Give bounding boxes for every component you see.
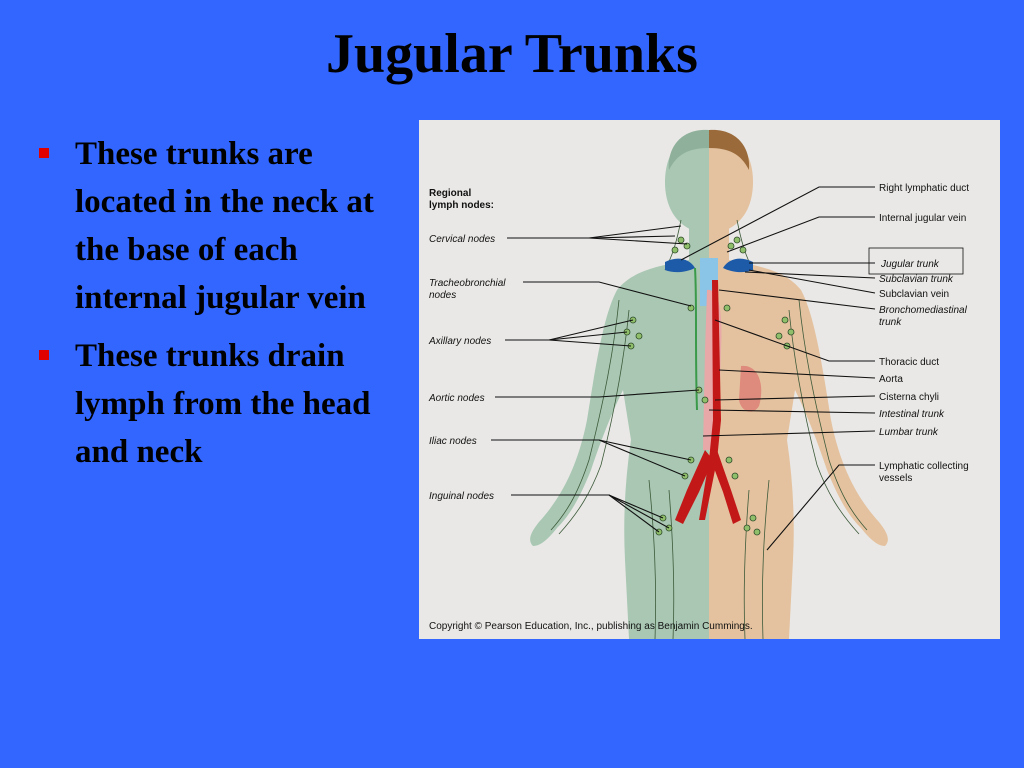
bullet-item: These trunks drain lymph from the head a…: [36, 332, 406, 476]
figure-heading: Regional: [429, 188, 471, 199]
lymphatic-system-figure: Regional lymph nodes: Cervical nodes Tra…: [419, 120, 1000, 639]
bullet-text: These trunks are located in the neck at …: [75, 136, 374, 316]
label-bronchomediastinal-trunk: Bronchomediastinal: [879, 305, 968, 316]
bullet-item: These trunks are located in the neck at …: [36, 130, 406, 322]
label-lymphatic-collecting-vessels: Lymphatic collecting: [879, 461, 969, 472]
label-internal-jugular-vein: Internal jugular vein: [879, 213, 966, 224]
label-lumbar-trunk: Lumbar trunk: [879, 427, 939, 438]
label-thoracic-duct: Thoracic duct: [879, 357, 939, 368]
vessels-and-organs: [665, 258, 762, 524]
label-cervical-nodes: Cervical nodes: [429, 234, 495, 245]
bullet-list: These trunks are located in the neck at …: [36, 130, 406, 486]
lymphatic-vessels: [550, 219, 868, 639]
bullet-square-icon: [39, 148, 49, 158]
label-subclavian-vein: Subclavian vein: [879, 289, 949, 300]
lymphatic-system-illustration: Regional lymph nodes: Cervical nodes Tra…: [428, 129, 969, 639]
slide-title: Jugular Trunks: [326, 23, 698, 85]
label-right-lymphatic-duct: Right lymphatic duct: [879, 183, 969, 194]
label-tracheobronchial-nodes: Tracheobronchial: [429, 278, 506, 289]
label-inguinal-nodes: Inguinal nodes: [429, 491, 494, 502]
label-aorta: Aorta: [879, 374, 903, 385]
label-bronchomediastinal-trunk: trunk: [879, 317, 902, 328]
label-aortic-nodes: Aortic nodes: [428, 393, 485, 404]
label-jugular-trunk: Jugular trunk: [880, 259, 940, 270]
figure-heading: lymph nodes:: [429, 200, 494, 211]
label-tracheobronchial-nodes: nodes: [429, 290, 456, 301]
leader-lines: [491, 186, 964, 551]
label-cisterna-chyli: Cisterna chyli: [879, 392, 939, 403]
bullet-square-icon: [39, 350, 49, 360]
copyright-notice: Copyright © Pearson Education, Inc., pub…: [429, 621, 753, 632]
label-lymphatic-collecting-vessels: vessels: [879, 473, 912, 484]
label-intestinal-trunk: Intestinal trunk: [879, 409, 945, 420]
label-iliac-nodes: Iliac nodes: [429, 436, 477, 447]
bullet-text: These trunks drain lymph from the head a…: [75, 338, 371, 470]
body-silhouette: [530, 129, 888, 639]
label-subclavian-trunk: Subclavian trunk: [879, 274, 954, 285]
label-axillary-nodes: Axillary nodes: [428, 336, 491, 347]
